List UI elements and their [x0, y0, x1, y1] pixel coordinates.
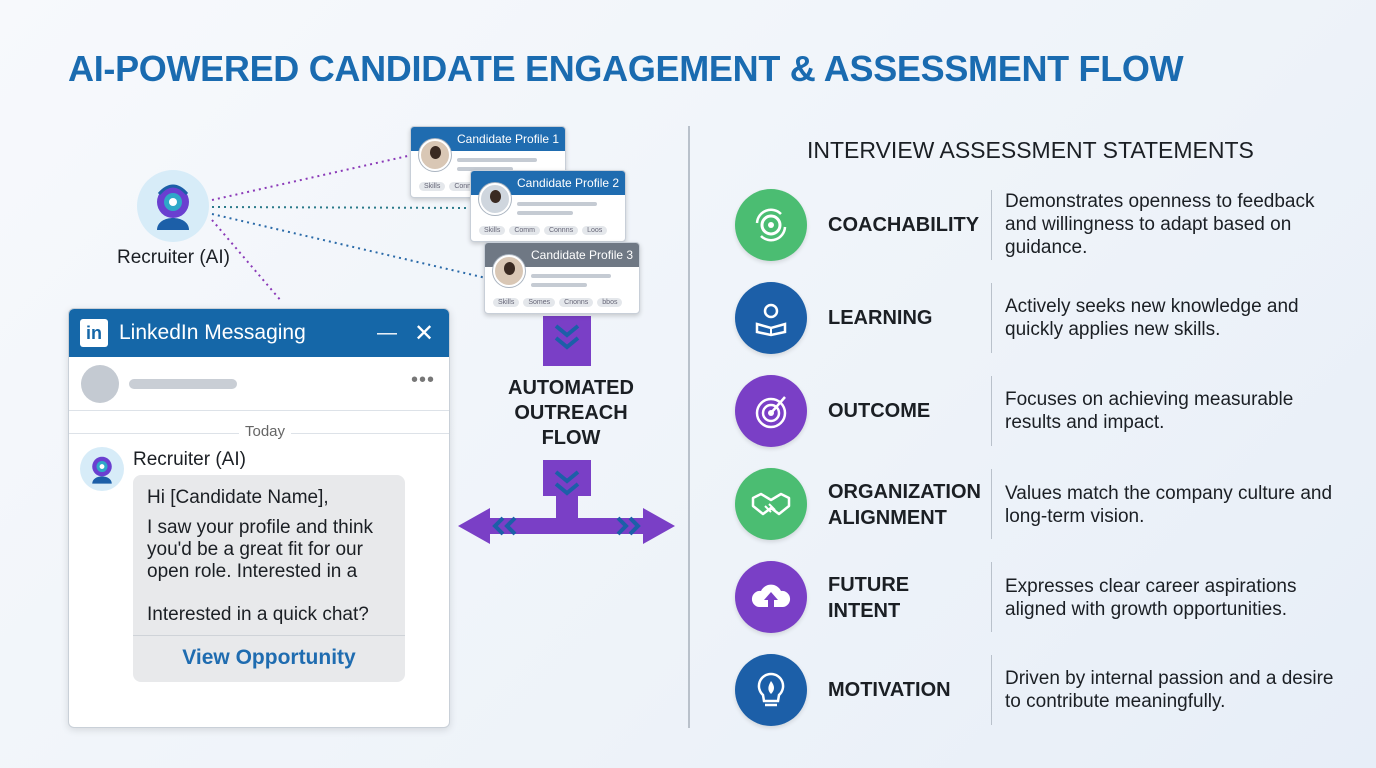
divider [991, 283, 992, 353]
section-divider [688, 126, 690, 728]
skill-chip: Cnonns [559, 298, 594, 307]
assessment-item-name: OUTCOME [828, 400, 931, 422]
placeholder-line [517, 211, 573, 215]
flow-label-line: FLOW [541, 427, 601, 449]
message-bubble: Hi [Candidate Name], I saw your profile … [133, 475, 405, 682]
avatar [493, 255, 525, 287]
view-opportunity-button[interactable]: View Opportunity [182, 646, 356, 669]
skill-chip: Loos [582, 226, 608, 235]
assessment-item-description: Focuses on achieving measurable results … [1005, 389, 1294, 433]
recruiter-label: Recruiter (AI) [117, 247, 230, 268]
skill-chip: Skills [493, 298, 520, 307]
assessment-item-description: Expresses clear career aspirations align… [1005, 576, 1297, 620]
linkedin-logo-icon: in [80, 319, 108, 347]
linkedin-title: LinkedIn Messaging [119, 321, 306, 344]
connector-profile-3 [211, 213, 487, 279]
assessment-item-name-line: FUTURE [828, 574, 910, 596]
target-icon [735, 375, 807, 447]
avatar [80, 447, 124, 491]
message-body: I saw your profile and think you'd be a … [147, 517, 374, 582]
ai-head-icon [92, 456, 112, 484]
message-greeting: Hi [Candidate Name], [147, 487, 329, 508]
message-question: Interested in a quick chat? [147, 604, 369, 625]
flow-label-line: OUTREACH [514, 402, 628, 424]
book-lightbulb-icon [735, 282, 807, 354]
assessment-item-name: LEARNING [828, 307, 933, 329]
placeholder-line [517, 202, 597, 206]
cloud-upload-icon [735, 561, 807, 633]
placeholder-name [129, 379, 237, 389]
lightbulb-flame-icon [735, 654, 807, 726]
assessment-item-description: Demonstrates openness to feedback and wi… [1005, 191, 1315, 258]
ai-head-icon [157, 184, 189, 230]
page-title: AI-POWERED CANDIDATE ENGAGEMENT & ASSESS… [68, 48, 1184, 89]
handshake-icon [735, 468, 807, 540]
recruiter-ai-avatar [137, 170, 209, 242]
more-options-button[interactable]: ••• [410, 369, 435, 391]
assessment-item-description: Driven by internal passion and a desire … [1005, 668, 1334, 712]
date-divider: Today [239, 423, 292, 440]
skill-chip: Conn [449, 182, 477, 191]
skill-chip: Comm [509, 226, 540, 235]
placeholder-line [531, 283, 587, 287]
linkedin-header: in LinkedIn Messaging [69, 309, 449, 357]
divider [991, 469, 992, 539]
flow-label-line: AUTOMATED [508, 377, 634, 399]
assessment-item-name: COACHABILITY [828, 214, 980, 236]
placeholder-line [457, 167, 513, 171]
avatar [419, 139, 451, 171]
assessment-item-name: FUTURE INTENT [828, 572, 988, 624]
close-button[interactable]: ✕ [414, 320, 435, 347]
avatar [479, 183, 511, 215]
divider [991, 190, 992, 260]
divider [991, 655, 992, 725]
placeholder-line [531, 274, 611, 278]
divider [991, 562, 992, 632]
skill-chip: bbos [597, 298, 623, 307]
skill-chip: Somes [523, 298, 556, 307]
message-sender: Recruiter (AI) [133, 449, 246, 470]
assessment-item-name-line: ORGANIZATION [828, 481, 981, 503]
assessment-item-name: ORGANIZATION ALIGNMENT [828, 479, 988, 531]
gear-cycle-icon [735, 189, 807, 261]
placeholder-line [457, 158, 537, 162]
candidate-profile-card[interactable]: Candidate Profile 2 Skills Comm Connns L… [470, 170, 626, 242]
assessment-item-name-line: ALIGNMENT [828, 507, 947, 529]
assessment-item-description: Actively seeks new knowledge and quickly… [1005, 296, 1299, 340]
flow-label: AUTOMATED OUTREACH FLOW [498, 376, 644, 451]
candidate-profile-title: Candidate Profile 3 [485, 243, 639, 267]
connector-profile-1 [211, 154, 413, 201]
skill-chip: Skills [479, 226, 506, 235]
assessment-item-name-line: INTENT [828, 600, 901, 622]
assessment-item-name: MOTIVATION [828, 679, 951, 701]
skill-chip: Skills [419, 182, 446, 191]
divider [133, 635, 405, 636]
flow-arrow-split [458, 460, 675, 544]
conversation-header: ••• [69, 357, 449, 411]
connector-profile-2 [211, 206, 473, 209]
avatar [81, 365, 119, 403]
minimize-button[interactable]: — [377, 322, 397, 344]
skill-chip: Connns [543, 226, 579, 235]
linkedin-messaging-window: in LinkedIn Messaging — ✕ ••• Today Recr… [68, 308, 450, 728]
candidate-profile-card[interactable]: Candidate Profile 3 Skills Somes Cnonns … [484, 242, 640, 314]
assessment-item-description: Values match the company culture and lon… [1005, 483, 1333, 527]
flow-arrow-down-top [543, 316, 591, 366]
assessment-title: INTERVIEW ASSESSMENT STATEMENTS [807, 137, 1254, 163]
divider [991, 376, 992, 446]
